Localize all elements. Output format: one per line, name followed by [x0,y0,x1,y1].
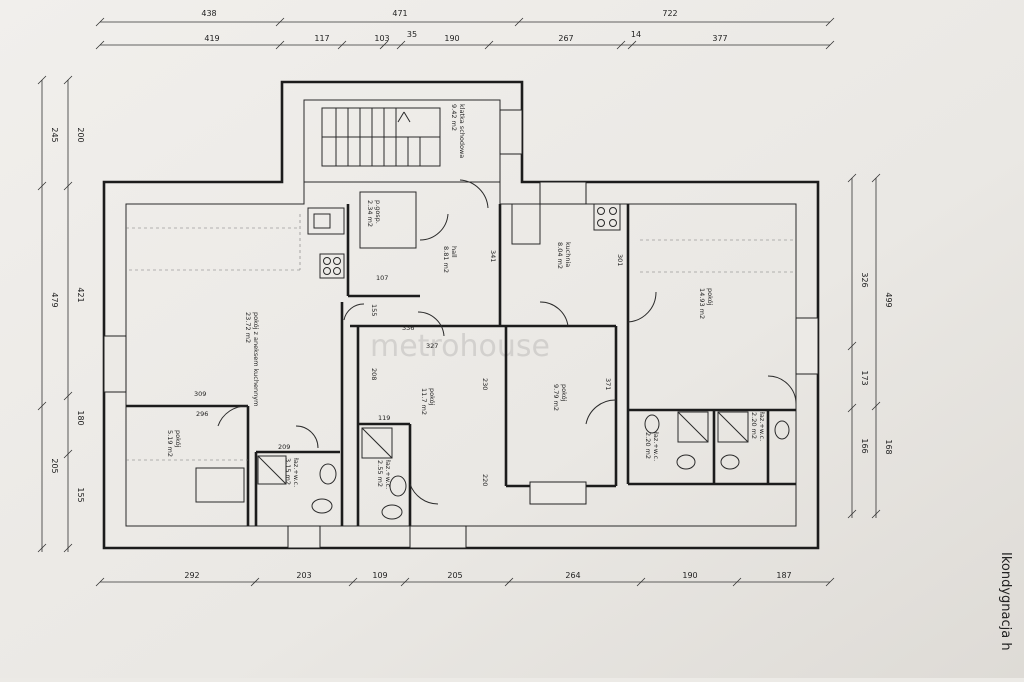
dim-bottom-6: 190 [682,571,697,580]
dim-interior-301: 301 [616,254,624,266]
dim-interior-327: 327 [426,342,438,350]
dim-right-outer-1: 499 [884,292,893,307]
dim-top2-6: 267 [558,34,573,43]
dim-left-outer-3: 205 [50,458,59,473]
room-bathroom-3: łaz.+w.c. 2.20 m2 [644,432,660,461]
dim-right-inner-1: 326 [860,272,869,287]
room-kitchen: kuchnia 8.04 m2 [556,242,572,269]
dim-bottom-1: 292 [184,571,199,580]
room-small-bedroom: pokój 5.19 m2 [166,430,182,457]
room-bedroom-middle: pokój 11.7 m2 [420,388,436,415]
dim-top2-8: 377 [712,34,727,43]
room-bathroom-1: łaz.+w.c. 3.15 m2 [284,458,300,487]
dim-top1-1: 438 [201,9,216,18]
svg-text:14.93 m2: 14.93 m2 [698,288,706,319]
dim-bottom-3: 109 [372,571,387,580]
svg-text:8.81 m2: 8.81 m2 [442,246,450,273]
dim-interior-208: 208 [370,368,378,380]
svg-text:łaz.+w.c.: łaz.+w.c. [292,458,300,487]
dim-interior-230: 230 [481,378,489,390]
dim-top2-4: 35 [407,30,417,39]
dim-top1-2: 471 [392,9,407,18]
room-bedroom-right-middle: pokój 9.79 m2 [552,384,568,411]
dim-bottom-2: 203 [296,571,311,580]
svg-text:9.42 m2: 9.42 m2 [450,104,458,131]
svg-text:pokój: pokój [706,288,714,306]
watermark-text: metrohouse [370,329,550,364]
dim-left-inner-1: 200 [76,127,85,142]
windows [103,109,819,549]
dim-left-inner-3: 180 [76,410,85,425]
svg-text:kuchnia: kuchnia [564,242,572,267]
dim-right-outer-2: 168 [884,439,893,454]
svg-text:łaz.+w.c.: łaz.+w.c. [758,412,766,441]
svg-text:2.20 m2: 2.20 m2 [750,412,758,439]
svg-text:łaz.+w.c.: łaz.+w.c. [384,460,392,489]
room-utility: p.gosp. 2.34 m2 [366,200,382,227]
svg-text:łaz.+w.c.: łaz.+w.c. [652,432,660,461]
svg-text:2.34 m2: 2.34 m2 [366,200,374,227]
dim-interior-336: 336 [402,324,414,332]
room-bedroom-large: pokój 14.93 m2 [698,288,714,319]
plan-title: Ikondygnacja h [998,552,1013,651]
room-hall: hall 8.81 m2 [442,246,458,273]
walls [102,80,820,550]
svg-text:5.19 m2: 5.19 m2 [166,430,174,457]
svg-text:9.79 m2: 9.79 m2 [552,384,560,411]
dim-interior-371: 371 [604,378,612,390]
dim-top1-3: 722 [662,9,677,18]
dim-interior-309: 309 [194,390,206,398]
dim-right-inner-3: 166 [860,438,869,453]
svg-text:8.04 m2: 8.04 m2 [556,242,564,269]
dim-interior-107: 107 [376,274,388,282]
svg-text:pokój: pokój [428,388,436,406]
svg-text:p.gosp.: p.gosp. [374,200,382,224]
dim-interior-341: 341 [489,250,497,262]
svg-text:pokój: pokój [174,430,182,448]
dim-left-outer-1: 245 [50,127,59,142]
room-living-kitchenette: pokój z aneksem kuchennym 23.72 m2 [244,312,260,406]
dim-left-outer-2: 479 [50,292,59,307]
room-bathroom-4: łaz.+w.c. 2.20 m2 [750,412,766,441]
interior-dimensions: 341 301 107 155 336 327 309 296 209 208 … [194,250,624,486]
room-bathroom-2: łaz.+w.c. 2.55 m2 [376,460,392,489]
dim-interior-155: 155 [370,304,378,316]
svg-text:2.55 m2: 2.55 m2 [376,460,384,487]
dim-top2-1: 419 [204,34,219,43]
svg-text:2.20 m2: 2.20 m2 [644,432,652,459]
dim-interior-209: 209 [278,443,290,451]
staircase [321,107,441,167]
svg-text:klatka schodowa: klatka schodowa [458,104,466,158]
svg-text:hall: hall [450,246,458,258]
dimension-lines: 438 471 722 419 117 103 35 190 267 14 37… [37,9,893,587]
dim-top2-2: 117 [314,34,329,43]
dim-bottom-5: 264 [565,571,580,580]
dim-interior-220: 220 [481,474,489,486]
dim-left-inner-2: 421 [76,287,85,302]
svg-text:3.15 m2: 3.15 m2 [284,458,292,485]
room-labels: klatka schodowa 9.42 m2 p.gosp. 2.34 m2 … [166,104,766,489]
dim-interior-119: 119 [378,414,390,422]
svg-text:11.7 m2: 11.7 m2 [420,388,428,415]
dim-top2-3: 103 [374,34,389,43]
roof-slope-lines [126,214,796,461]
svg-text:pokój z aneksem kuchennym: pokój z aneksem kuchennym [252,312,260,406]
dim-top2-7: 14 [631,30,641,39]
room-stairwell: klatka schodowa 9.42 m2 [450,104,466,158]
svg-text:pokój: pokój [560,384,568,402]
dim-bottom-4: 205 [447,571,462,580]
dim-right-inner-2: 173 [860,370,869,385]
door-swings [217,179,797,505]
dim-top2-5: 190 [444,34,459,43]
fixtures [195,203,790,520]
dim-bottom-7: 187 [776,571,791,580]
svg-text:23.72 m2: 23.72 m2 [244,312,252,343]
dim-interior-296: 296 [196,410,208,418]
dim-left-inner-4: 155 [76,487,85,502]
